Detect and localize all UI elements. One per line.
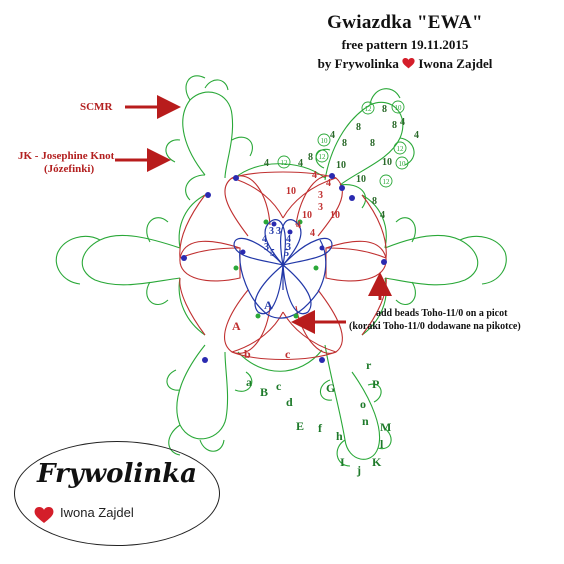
svg-text:12: 12 bbox=[397, 145, 405, 153]
svg-text:10: 10 bbox=[321, 137, 329, 145]
heart-icon bbox=[34, 507, 54, 524]
svg-text:3: 3 bbox=[318, 202, 323, 213]
ring-letters: A A b c a B c d E f G r P o n M l h I j … bbox=[232, 298, 391, 477]
beads-note-line1: add beads Toho-11/0 on a picot bbox=[376, 308, 508, 319]
svg-text:8: 8 bbox=[382, 104, 387, 115]
pattern-byline: by Frywolinka Iwona Zajdel bbox=[270, 56, 540, 72]
svg-text:4: 4 bbox=[310, 228, 315, 239]
svg-text:12: 12 bbox=[365, 105, 373, 113]
svg-text:12: 12 bbox=[383, 178, 391, 186]
svg-text:j: j bbox=[356, 463, 361, 477]
svg-text:P: P bbox=[372, 377, 379, 391]
svg-text:8: 8 bbox=[370, 138, 375, 149]
svg-text:r: r bbox=[366, 358, 372, 372]
svg-text:A: A bbox=[264, 298, 273, 312]
beads bbox=[181, 173, 387, 363]
svg-text:10: 10 bbox=[336, 160, 346, 171]
stitch-counts-blue: 3 3 4 4 3 3 5 5 bbox=[262, 226, 291, 259]
stitch-counts-circled bbox=[277, 100, 409, 188]
svg-text:10: 10 bbox=[356, 174, 366, 185]
green-round bbox=[55, 75, 507, 467]
svg-text:M: M bbox=[380, 420, 391, 434]
svg-text:10: 10 bbox=[399, 160, 407, 168]
jk-label-line2: (Józefinki) bbox=[44, 163, 94, 175]
logo-subtitle: Iwona Zajdel bbox=[60, 505, 134, 520]
svg-text:8: 8 bbox=[392, 120, 397, 131]
svg-text:4: 4 bbox=[400, 117, 405, 128]
heart-icon bbox=[402, 58, 415, 69]
title-block: Gwiazdka "EWA" free pattern 19.11.2015 b… bbox=[270, 12, 540, 72]
byline-suffix: Iwona Zajdel bbox=[418, 56, 493, 71]
svg-text:B: B bbox=[260, 385, 268, 399]
svg-text:4: 4 bbox=[286, 234, 291, 245]
svg-text:8: 8 bbox=[372, 196, 377, 207]
svg-text:I: I bbox=[340, 455, 345, 469]
svg-text:a: a bbox=[246, 375, 252, 389]
svg-text:8: 8 bbox=[356, 122, 361, 133]
red-round bbox=[179, 171, 387, 360]
svg-text:5: 5 bbox=[284, 248, 289, 259]
stitch-counts-circled-text: 12 12 10 12 10 10 12 12 bbox=[281, 104, 407, 186]
svg-text:G: G bbox=[326, 381, 335, 395]
stitch-counts-green: 4 4 8 8 8 4 4 4 8 8 8 10 10 10 8 4 bbox=[264, 104, 419, 221]
svg-text:n: n bbox=[362, 414, 369, 428]
svg-text:E: E bbox=[296, 419, 304, 433]
svg-text:4: 4 bbox=[298, 158, 303, 169]
svg-text:4: 4 bbox=[312, 170, 317, 181]
svg-text:5: 5 bbox=[270, 248, 275, 259]
svg-text:o: o bbox=[360, 397, 366, 411]
scmr-label: SCMR bbox=[80, 101, 113, 113]
jk-label-line1: JK - Josephine Knot bbox=[18, 150, 115, 162]
pattern-title: Gwiazdka "EWA" bbox=[327, 12, 483, 33]
svg-text:l: l bbox=[380, 437, 384, 451]
frywolinka-logo: Frywolinka Iwona Zajdel bbox=[14, 441, 220, 546]
svg-text:c: c bbox=[285, 347, 291, 361]
svg-text:4: 4 bbox=[414, 130, 419, 141]
svg-text:12: 12 bbox=[319, 153, 327, 161]
svg-text:f: f bbox=[318, 421, 323, 435]
byline-prefix: by Frywolinka bbox=[317, 56, 399, 71]
svg-text:h: h bbox=[336, 429, 343, 443]
svg-text:3: 3 bbox=[269, 226, 274, 237]
svg-text:10: 10 bbox=[330, 210, 340, 221]
svg-text:c: c bbox=[276, 379, 282, 393]
svg-text:4: 4 bbox=[326, 178, 331, 189]
beads-note-line2: (koraki Toho-11/0 dodawane na pikotce) bbox=[349, 321, 521, 332]
svg-text:10: 10 bbox=[302, 210, 312, 221]
svg-text:4: 4 bbox=[380, 210, 385, 221]
svg-text:4: 4 bbox=[262, 234, 267, 245]
callout-arrows bbox=[115, 95, 392, 334]
svg-text:b: b bbox=[244, 347, 251, 361]
pattern-subtitle: free pattern 19.11.2015 bbox=[341, 37, 469, 52]
logo-oval bbox=[14, 441, 220, 546]
svg-text:4: 4 bbox=[330, 130, 335, 141]
svg-text:3: 3 bbox=[286, 242, 291, 253]
svg-text:K: K bbox=[372, 455, 382, 469]
svg-text:8: 8 bbox=[342, 138, 347, 149]
svg-text:3: 3 bbox=[264, 242, 269, 253]
stitch-counts-red: 10 4 4 3 10 10 3 4 4 bbox=[286, 170, 340, 239]
svg-text:d: d bbox=[286, 395, 293, 409]
svg-text:8: 8 bbox=[308, 152, 313, 163]
svg-text:10: 10 bbox=[382, 157, 392, 168]
svg-text:10: 10 bbox=[395, 104, 403, 112]
svg-text:4: 4 bbox=[264, 158, 269, 169]
svg-text:4: 4 bbox=[296, 220, 301, 231]
svg-text:12: 12 bbox=[281, 159, 289, 167]
svg-text:A: A bbox=[232, 319, 241, 333]
svg-text:10: 10 bbox=[286, 186, 296, 197]
svg-text:3: 3 bbox=[276, 226, 281, 237]
logo-name: Frywolinka bbox=[36, 459, 198, 489]
svg-text:3: 3 bbox=[318, 190, 323, 201]
